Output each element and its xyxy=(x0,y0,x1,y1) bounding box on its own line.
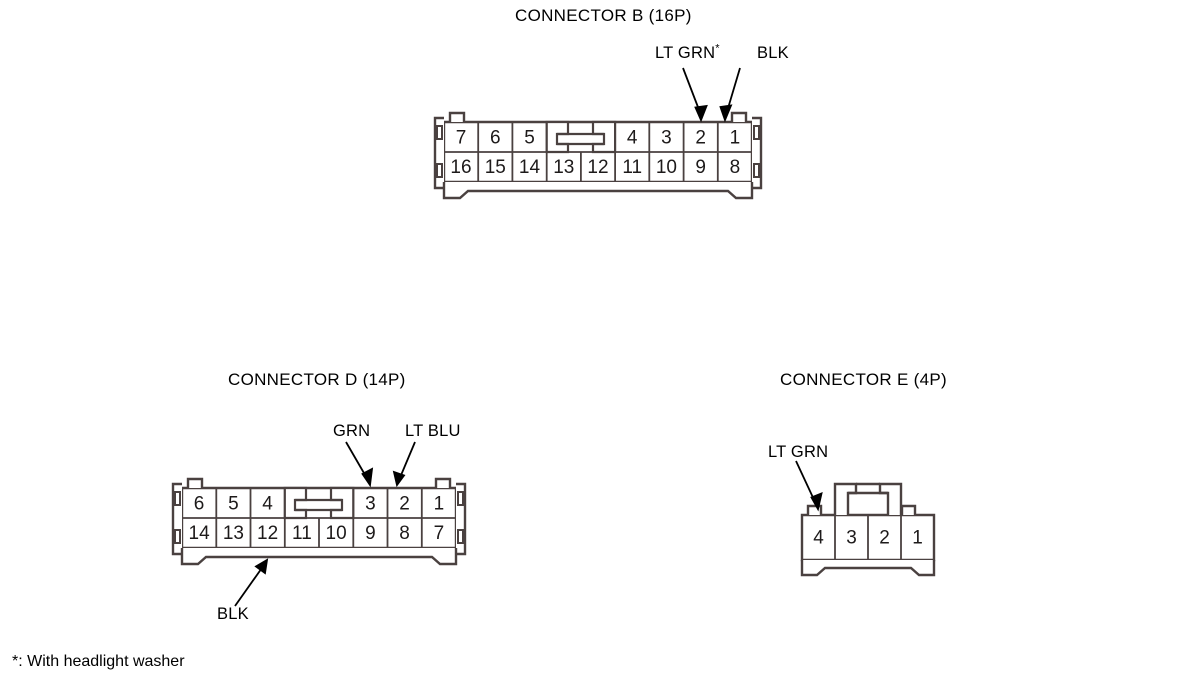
connector-e-title: CONNECTOR E (4P) xyxy=(780,370,947,389)
svg-text:12: 12 xyxy=(587,157,608,178)
connector-d-right-slot-bottom xyxy=(457,529,464,544)
connector-b-right-slot-top xyxy=(753,125,760,140)
connector-b-latch-left xyxy=(448,111,466,122)
connector-d-left-slot-bottom xyxy=(174,529,181,544)
connector-d-right-slot-top xyxy=(457,491,464,506)
connector-e-diagram: 4 3 2 1 xyxy=(795,460,936,577)
footnote-headlight-washer: *: With headlight washer xyxy=(12,653,185,670)
svg-text:9: 9 xyxy=(365,523,376,544)
wire-label-text: LT GRN xyxy=(655,44,716,62)
connector-e-wire-label-lt-grn: LT GRN xyxy=(768,443,829,461)
connector-d-title: CONNECTOR D (14P) xyxy=(228,370,406,389)
connector-d-diagram: 6 5 4 3 2 1 14 13 12 11 10 9 8 7 xyxy=(171,441,467,607)
svg-text:8: 8 xyxy=(730,157,741,178)
connector-d-left-slot-top xyxy=(174,491,181,506)
connector-b-top-pin-labels: 7 6 5 4 3 2 1 xyxy=(456,128,740,149)
connector-d-latch-left xyxy=(186,477,204,488)
svg-text:6: 6 xyxy=(490,128,501,149)
connector-b-latch-right xyxy=(730,111,748,122)
connector-b-left-slot-top xyxy=(436,125,443,140)
svg-text:3: 3 xyxy=(661,128,672,149)
svg-text:11: 11 xyxy=(622,157,642,178)
svg-text:10: 10 xyxy=(326,523,347,544)
svg-text:7: 7 xyxy=(456,128,467,149)
connector-b-left-slot-bottom xyxy=(436,163,443,178)
svg-text:1: 1 xyxy=(912,528,923,549)
svg-text:2: 2 xyxy=(879,528,890,549)
svg-text:3: 3 xyxy=(365,494,376,515)
connector-d-skirt xyxy=(180,548,458,566)
svg-text:3: 3 xyxy=(846,528,857,549)
svg-text:14: 14 xyxy=(189,523,211,544)
svg-text:2: 2 xyxy=(399,494,410,515)
connector-e-pin-labels: 4 3 2 1 xyxy=(813,528,923,549)
svg-text:5: 5 xyxy=(524,128,535,149)
svg-text:1: 1 xyxy=(434,494,445,515)
connector-b-wire-label-lt-grn: LT GRN* xyxy=(655,42,720,63)
svg-text:14: 14 xyxy=(519,157,541,178)
svg-text:7: 7 xyxy=(434,523,445,544)
svg-text:13: 13 xyxy=(223,523,244,544)
asterisk-marker: * xyxy=(715,42,720,55)
connector-d-bottom-pin-labels: 14 13 12 11 10 9 8 7 xyxy=(189,523,445,544)
connector-d-latch-right xyxy=(434,477,452,488)
svg-text:5: 5 xyxy=(228,494,239,515)
svg-text:13: 13 xyxy=(553,157,574,178)
connector-e-keyway-post-left xyxy=(833,482,858,515)
connector-d-leader-lt-blu xyxy=(398,441,416,481)
svg-text:9: 9 xyxy=(695,157,706,178)
connector-b-bottom-pin-labels: 16 15 14 13 12 11 10 9 8 xyxy=(450,157,740,178)
svg-text:10: 10 xyxy=(656,157,677,178)
connector-b-title: CONNECTOR B (16P) xyxy=(515,6,692,25)
svg-text:11: 11 xyxy=(292,523,312,544)
svg-text:4: 4 xyxy=(627,128,638,149)
connector-d-leader-blk xyxy=(234,564,265,607)
svg-text:4: 4 xyxy=(813,528,824,549)
connector-e-keyway-post-right xyxy=(878,482,903,515)
connector-b-right-slot-bottom xyxy=(753,163,760,178)
connector-b-diagram: 7 6 5 4 3 2 1 16 15 14 13 12 11 10 9 8 xyxy=(433,67,763,200)
svg-text:12: 12 xyxy=(257,523,278,544)
svg-text:2: 2 xyxy=(695,128,706,149)
connector-d-top-pin-labels: 6 5 4 3 2 1 xyxy=(194,494,444,515)
connector-d-wire-label-grn: GRN xyxy=(333,422,371,440)
connector-e-skirt xyxy=(800,560,936,577)
svg-text:6: 6 xyxy=(194,494,205,515)
svg-text:16: 16 xyxy=(450,157,471,178)
connector-b-wire-label-blk: BLK xyxy=(757,44,789,62)
svg-text:15: 15 xyxy=(485,157,506,178)
connector-b-skirt xyxy=(442,182,754,200)
connector-e-tab-right xyxy=(900,504,917,515)
svg-text:8: 8 xyxy=(399,523,410,544)
svg-text:4: 4 xyxy=(262,494,273,515)
connector-d-wire-label-blk: BLK xyxy=(217,605,249,623)
connector-d-wire-label-lt-blu: LT BLU xyxy=(405,422,461,440)
svg-text:1: 1 xyxy=(730,128,741,149)
